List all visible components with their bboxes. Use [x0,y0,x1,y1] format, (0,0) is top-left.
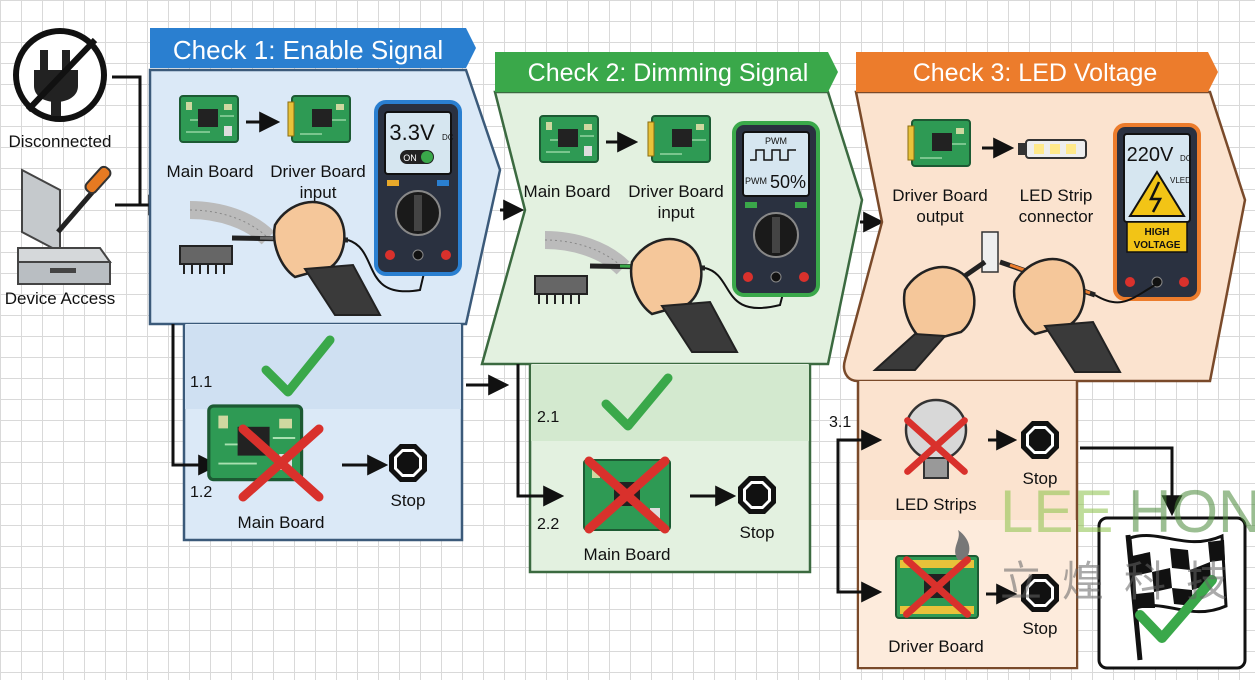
check3-meter-unit: DC [1180,154,1192,163]
check3-warning-2: VOLTAGE [1134,240,1181,251]
check3-to-label: LED Strip [1020,186,1093,205]
check1-step-fail: 1.2 [190,484,212,501]
check1-to-label: Driver Board [270,162,365,181]
check1-section: Check 1: Enable Signal Main Board Driver… [148,28,502,542]
check3-from-label-2: output [916,207,964,226]
check2-fail-label: Main Board [584,545,671,564]
check2-from-label: Main Board [524,182,611,201]
check3-stop-icon-a [1021,421,1059,459]
check3-stop-label-a: Stop [1023,469,1058,488]
check3-to-label-2: connector [1019,207,1094,226]
check1-header [150,28,476,68]
pwm-wave-icon [750,149,796,161]
check3-from-label: Driver Board [892,186,987,205]
finish-check-icon [1135,575,1217,643]
check2-step-fail: 2.2 [537,516,559,533]
check2-meter-reading: 50% [770,172,806,192]
check2-meter-left: PWM [745,176,767,186]
multimeter-3: 220V DC VLED HIGH VOLTAGE [1113,123,1201,301]
watermark-chinese: 立煌科技 [1000,558,1248,605]
prereq-disconnected: Disconnected [8,28,112,151]
check1-to-label-2: input [300,183,337,202]
check2-stop-label: Stop [740,523,775,542]
burn-smoke-icon [955,530,970,560]
check1-meter-reading: 3.3V [389,120,435,145]
check1-ok-check-icon [261,335,335,397]
check1-meter-switch: ON [403,153,417,163]
multimeter-2: PWM PWM 50% [732,121,820,297]
check1-stop-label: Stop [391,491,426,510]
screwdriver-icon [56,186,98,234]
check2-header [495,52,838,92]
check1-step-ok: 1.1 [190,374,212,391]
check1-meter-unit: DC [442,133,454,142]
check3-warning-1: HIGH [1145,227,1170,238]
check3-fail-a-label: LED Strips [895,495,976,514]
check3-meter-reading: 220V [1127,144,1174,166]
check3-step: 3.1 [829,414,851,431]
check1-fail-label: Main Board [238,513,325,532]
hand-icon-3a [872,265,976,371]
check3-fail-b-label: Driver Board [888,637,983,656]
check3-title: Check 3: LED Voltage [913,59,1158,87]
device-access-label: Device Access [5,289,116,308]
check3-section: Check 3: LED Voltage Driver Board output… [829,52,1247,670]
check2-to-label-2: input [658,203,695,222]
check2-title: Check 2: Dimming Signal [528,59,809,87]
main-board-icon [179,95,239,143]
driver-board-icon [287,95,351,143]
to-finish-arrow [1080,446,1183,517]
watermark-logo: LEE HON 立煌科技 [1000,478,1255,605]
check1-title: Check 1: Enable Signal [173,35,443,65]
check3-header [856,52,1218,92]
high-voltage-warning-icon [1128,170,1186,217]
main-board-icon-2 [539,115,599,163]
check1-from-label: Main Board [167,162,254,181]
check2-to-label: Driver Board [628,182,723,201]
prereq-device-access: Device Access [5,165,116,308]
driver-board-icon-2 [647,115,711,163]
check2-stop-icon [738,476,776,514]
check2-step-ok: 2.1 [537,409,559,426]
check2-section: Check 2: Dimming Signal Main Board Drive… [480,52,864,574]
check3-stop-label-b: Stop [1023,619,1058,638]
check2-ok-check-icon [601,373,673,431]
check2-meter-top: PWM [765,136,787,146]
multimeter-1: 3.3V DC ON [374,100,462,276]
led-strip-connector-icon [1018,139,1087,159]
led-bulb-icon [904,398,968,479]
watermark-latin-2: HON [1128,478,1255,545]
disconnected-label: Disconnected [8,132,111,151]
finish-box [1097,516,1247,670]
check1-stop-icon [389,444,427,482]
check3-meter-sub: VLED [1170,176,1191,185]
watermark-latin: LEE [1000,478,1113,545]
open-case-icon [21,168,61,254]
driver-board-icon-3 [907,119,971,167]
